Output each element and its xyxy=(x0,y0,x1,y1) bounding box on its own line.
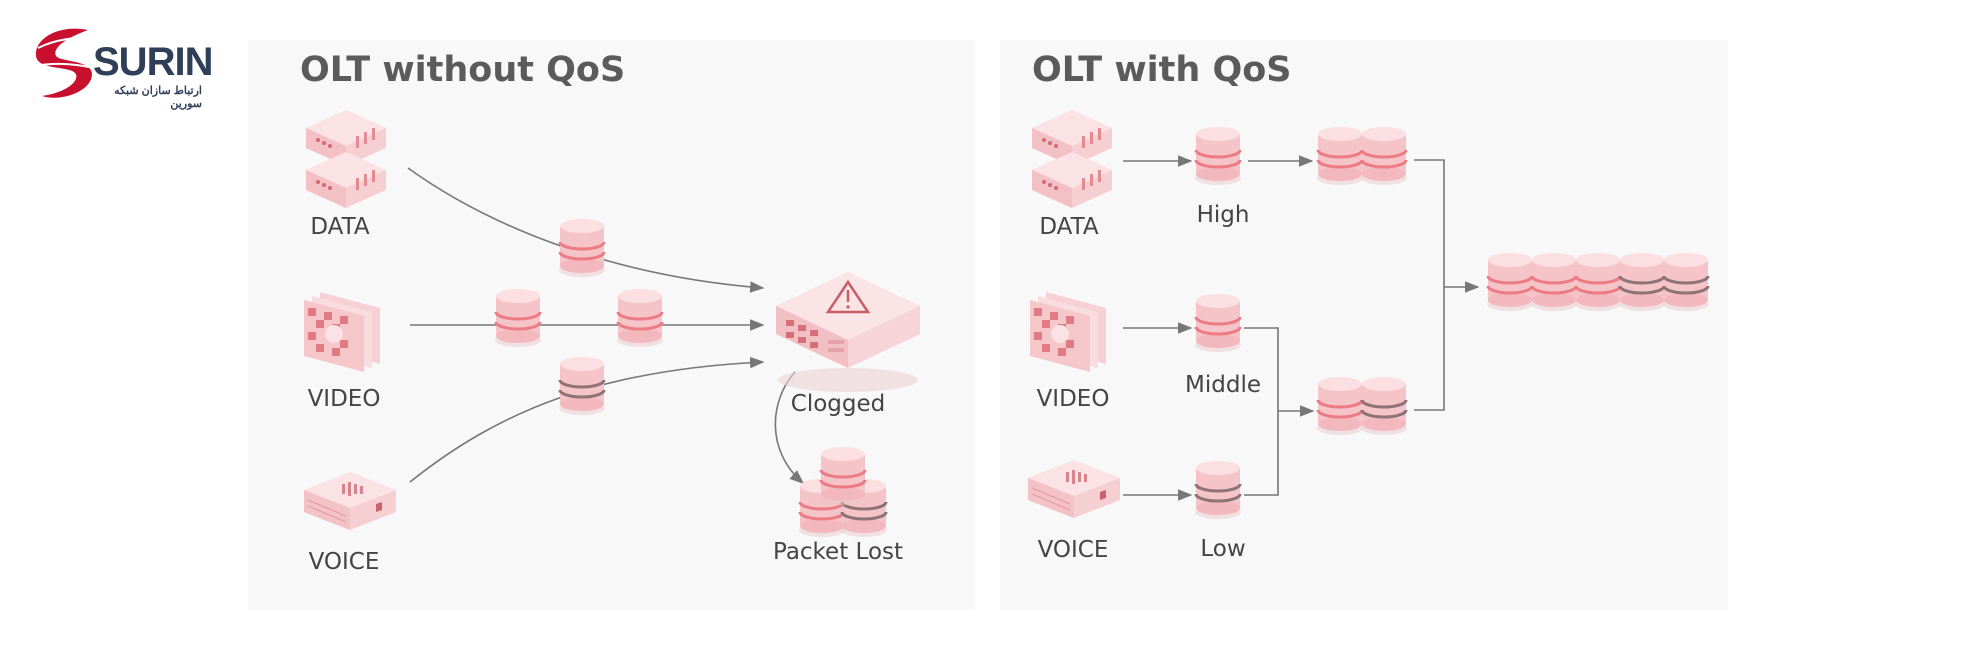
high-queue-label: High xyxy=(1196,202,1250,228)
data-server-icon xyxy=(1032,110,1112,208)
middle-queue-icon xyxy=(1193,292,1243,354)
surin-logo-mark xyxy=(35,28,103,98)
voice-box-icon xyxy=(303,471,397,531)
packet-lost-label: Packet Lost xyxy=(772,539,904,565)
high-queue-icon xyxy=(1193,125,1243,187)
left-voice-label: VOICE xyxy=(308,549,380,575)
output-packet-icon xyxy=(1573,251,1623,313)
low-queue-label: Low xyxy=(1200,536,1246,562)
panel-title-right: OLT with QoS xyxy=(1032,50,1292,90)
flow-middle-low-merge xyxy=(1244,327,1279,496)
right-video-label: VIDEO xyxy=(1036,386,1110,412)
flow-voice-to-olt xyxy=(409,356,765,483)
packet-icon xyxy=(1359,375,1409,437)
flow-olt-to-loss xyxy=(774,371,805,484)
packet-icon xyxy=(1359,125,1409,187)
video-icon xyxy=(1030,292,1106,372)
olt-device-icon xyxy=(776,272,920,392)
video-icon xyxy=(304,292,380,372)
packet-icon xyxy=(557,217,607,279)
packet-icon xyxy=(557,355,607,417)
output-packet-icon xyxy=(1485,251,1535,313)
low-queue-icon xyxy=(1193,459,1243,521)
middle-queue-label: Middle xyxy=(1185,372,1261,398)
left-data-label: DATA xyxy=(310,214,370,240)
flow-final-merge xyxy=(1414,159,1445,411)
output-packet-icon xyxy=(1529,251,1579,313)
packet-icon xyxy=(1315,375,1365,437)
logo-wordmark: SURIN xyxy=(93,40,213,84)
clogged-label: Clogged xyxy=(790,391,886,417)
data-server-icon xyxy=(306,110,386,208)
panel-title-left: OLT without QoS xyxy=(300,50,626,90)
packet-icon xyxy=(493,287,543,349)
surin-logo: SURIN ارتباط سازان شبکه سورین xyxy=(30,26,213,110)
right-voice-label: VOICE xyxy=(1037,537,1109,563)
output-packet-icon xyxy=(1661,251,1711,313)
packet-icon xyxy=(615,287,665,349)
packet-icon xyxy=(1315,125,1365,187)
logo-subtitle: ارتباط سازان شبکه سورین xyxy=(114,85,202,110)
flow-data-to-olt xyxy=(407,167,765,293)
lost-packet-icon xyxy=(818,445,868,507)
right-data-label: DATA xyxy=(1039,214,1099,240)
voice-box-icon xyxy=(1027,459,1121,519)
output-packet-icon xyxy=(1617,251,1667,313)
left-video-label: VIDEO xyxy=(307,386,381,412)
